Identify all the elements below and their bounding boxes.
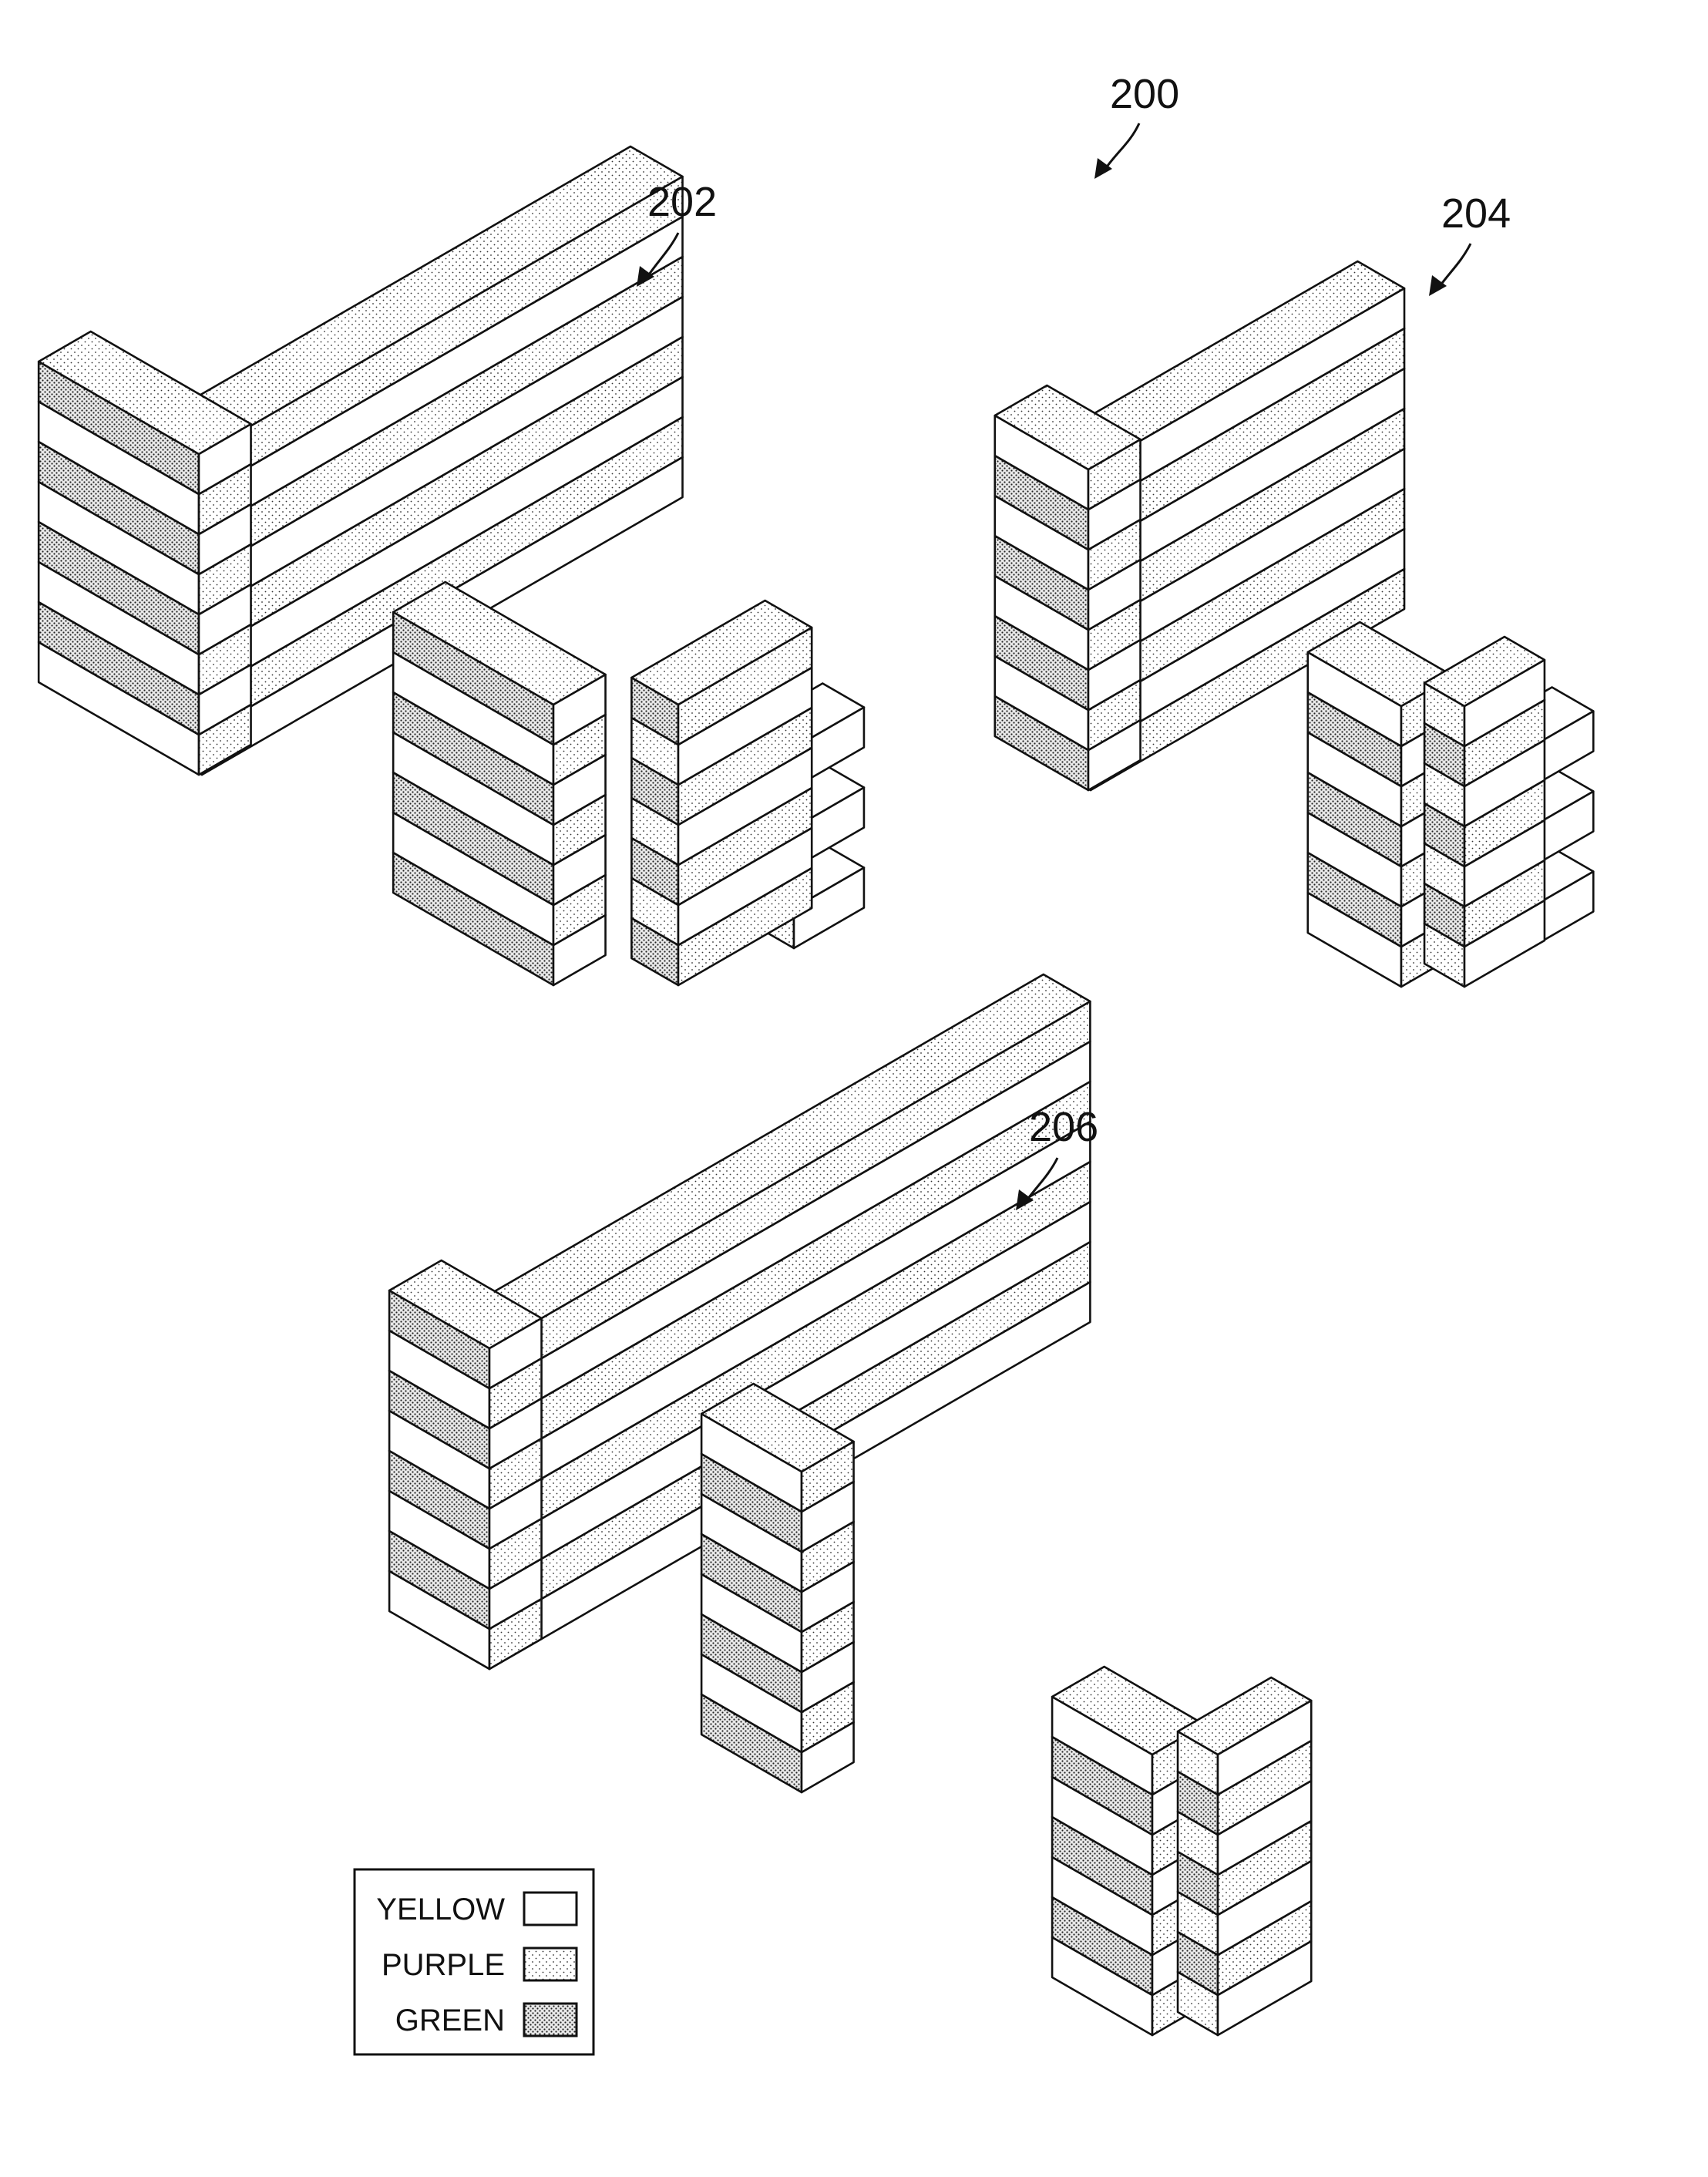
- ref-204: 204: [1429, 190, 1511, 296]
- ref-206-label: 206: [1029, 1104, 1098, 1150]
- legend-item-green: GREEN: [395, 2004, 577, 2037]
- ref-200-label: 200: [1110, 71, 1179, 117]
- legend-swatch-green: [524, 2004, 577, 2036]
- legend-item-purple: PURPLE: [382, 1948, 577, 1982]
- brick-wall-204: [995, 261, 1594, 987]
- legend-label-green: GREEN: [395, 2004, 505, 2037]
- ref-200: 200: [1094, 71, 1179, 179]
- legend-swatch-purple: [524, 1948, 577, 1980]
- legend: YELLOW PURPLE GREEN: [355, 1869, 593, 2054]
- legend-label-purple: PURPLE: [382, 1948, 505, 1982]
- brick-wall-202: [39, 146, 864, 985]
- ref-202-label: 202: [647, 179, 717, 225]
- legend-item-yellow: YELLOW: [376, 1893, 577, 1926]
- ref-204-label: 204: [1441, 190, 1511, 237]
- legend-swatch-yellow: [524, 1893, 577, 1925]
- legend-label-yellow: YELLOW: [376, 1893, 505, 1926]
